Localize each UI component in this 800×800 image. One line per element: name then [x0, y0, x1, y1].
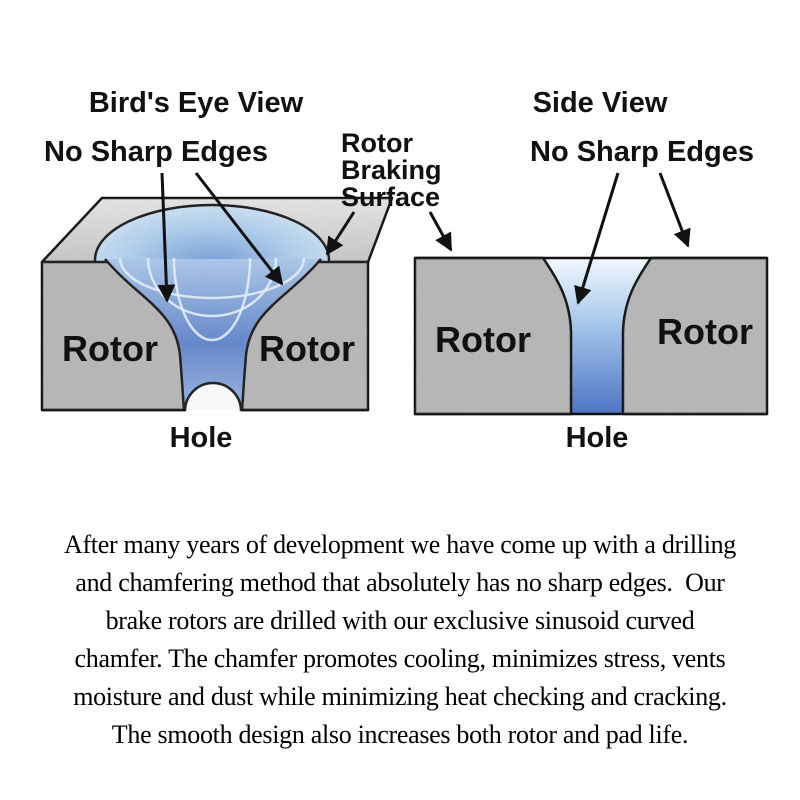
paragraph-line: brake rotors are drilled with our exclus… — [105, 606, 695, 635]
arrow-braking-surface-left — [325, 211, 356, 256]
brake-rotor-diagram: Rotor Rotor Rotor Rotor Bird's Eye View … — [40, 87, 769, 454]
arrow-no-sharp-edges-right-2 — [658, 172, 691, 248]
paragraph-line: The smooth design also increases both ro… — [111, 720, 689, 749]
rotor-label-birdseye-right: Rotor — [259, 328, 355, 369]
rotor-label-birdseye-left: Rotor — [62, 328, 158, 369]
birds-eye-view-title: Bird's Eye View — [89, 87, 304, 119]
arrow-braking-surface-right — [428, 211, 453, 252]
rotor-braking-surface-line2: Braking — [341, 155, 442, 185]
side-view-title: Side View — [533, 87, 668, 119]
metal-speckle-texture — [42, 198, 767, 414]
arrow-no-sharp-edges-right-1 — [574, 172, 620, 305]
rotor-label-side-left: Rotor — [435, 319, 531, 360]
rotor-braking-surface-line1: Rotor — [341, 128, 413, 158]
callout-arrows — [157, 172, 691, 305]
paragraph-line: chamfer. The chamfer promotes cooling, m… — [74, 644, 726, 673]
paragraph-line: moisture and dust while minimizing heat … — [73, 682, 727, 711]
paragraph-line: After many years of development we have … — [63, 530, 737, 559]
rotor-braking-surface-label: Rotor Braking Surface — [341, 128, 442, 212]
sideview-channel — [543, 258, 651, 414]
rotor-label-side-right: Rotor — [657, 311, 753, 352]
arrow-no-sharp-edges-left-1 — [157, 172, 176, 303]
no-sharp-edges-label-right: No Sharp Edges — [530, 136, 754, 168]
description-paragraph: After many years of development we have … — [0, 526, 800, 754]
arrow-no-sharp-edges-left-2 — [194, 172, 284, 286]
hole-label-left: Hole — [170, 422, 233, 454]
hole-label-right: Hole — [566, 422, 629, 454]
rotor-braking-surface-line3: Surface — [341, 182, 440, 212]
no-sharp-edges-label-left: No Sharp Edges — [44, 136, 268, 168]
paragraph-line: and chamfering method that absolutely ha… — [75, 568, 725, 597]
